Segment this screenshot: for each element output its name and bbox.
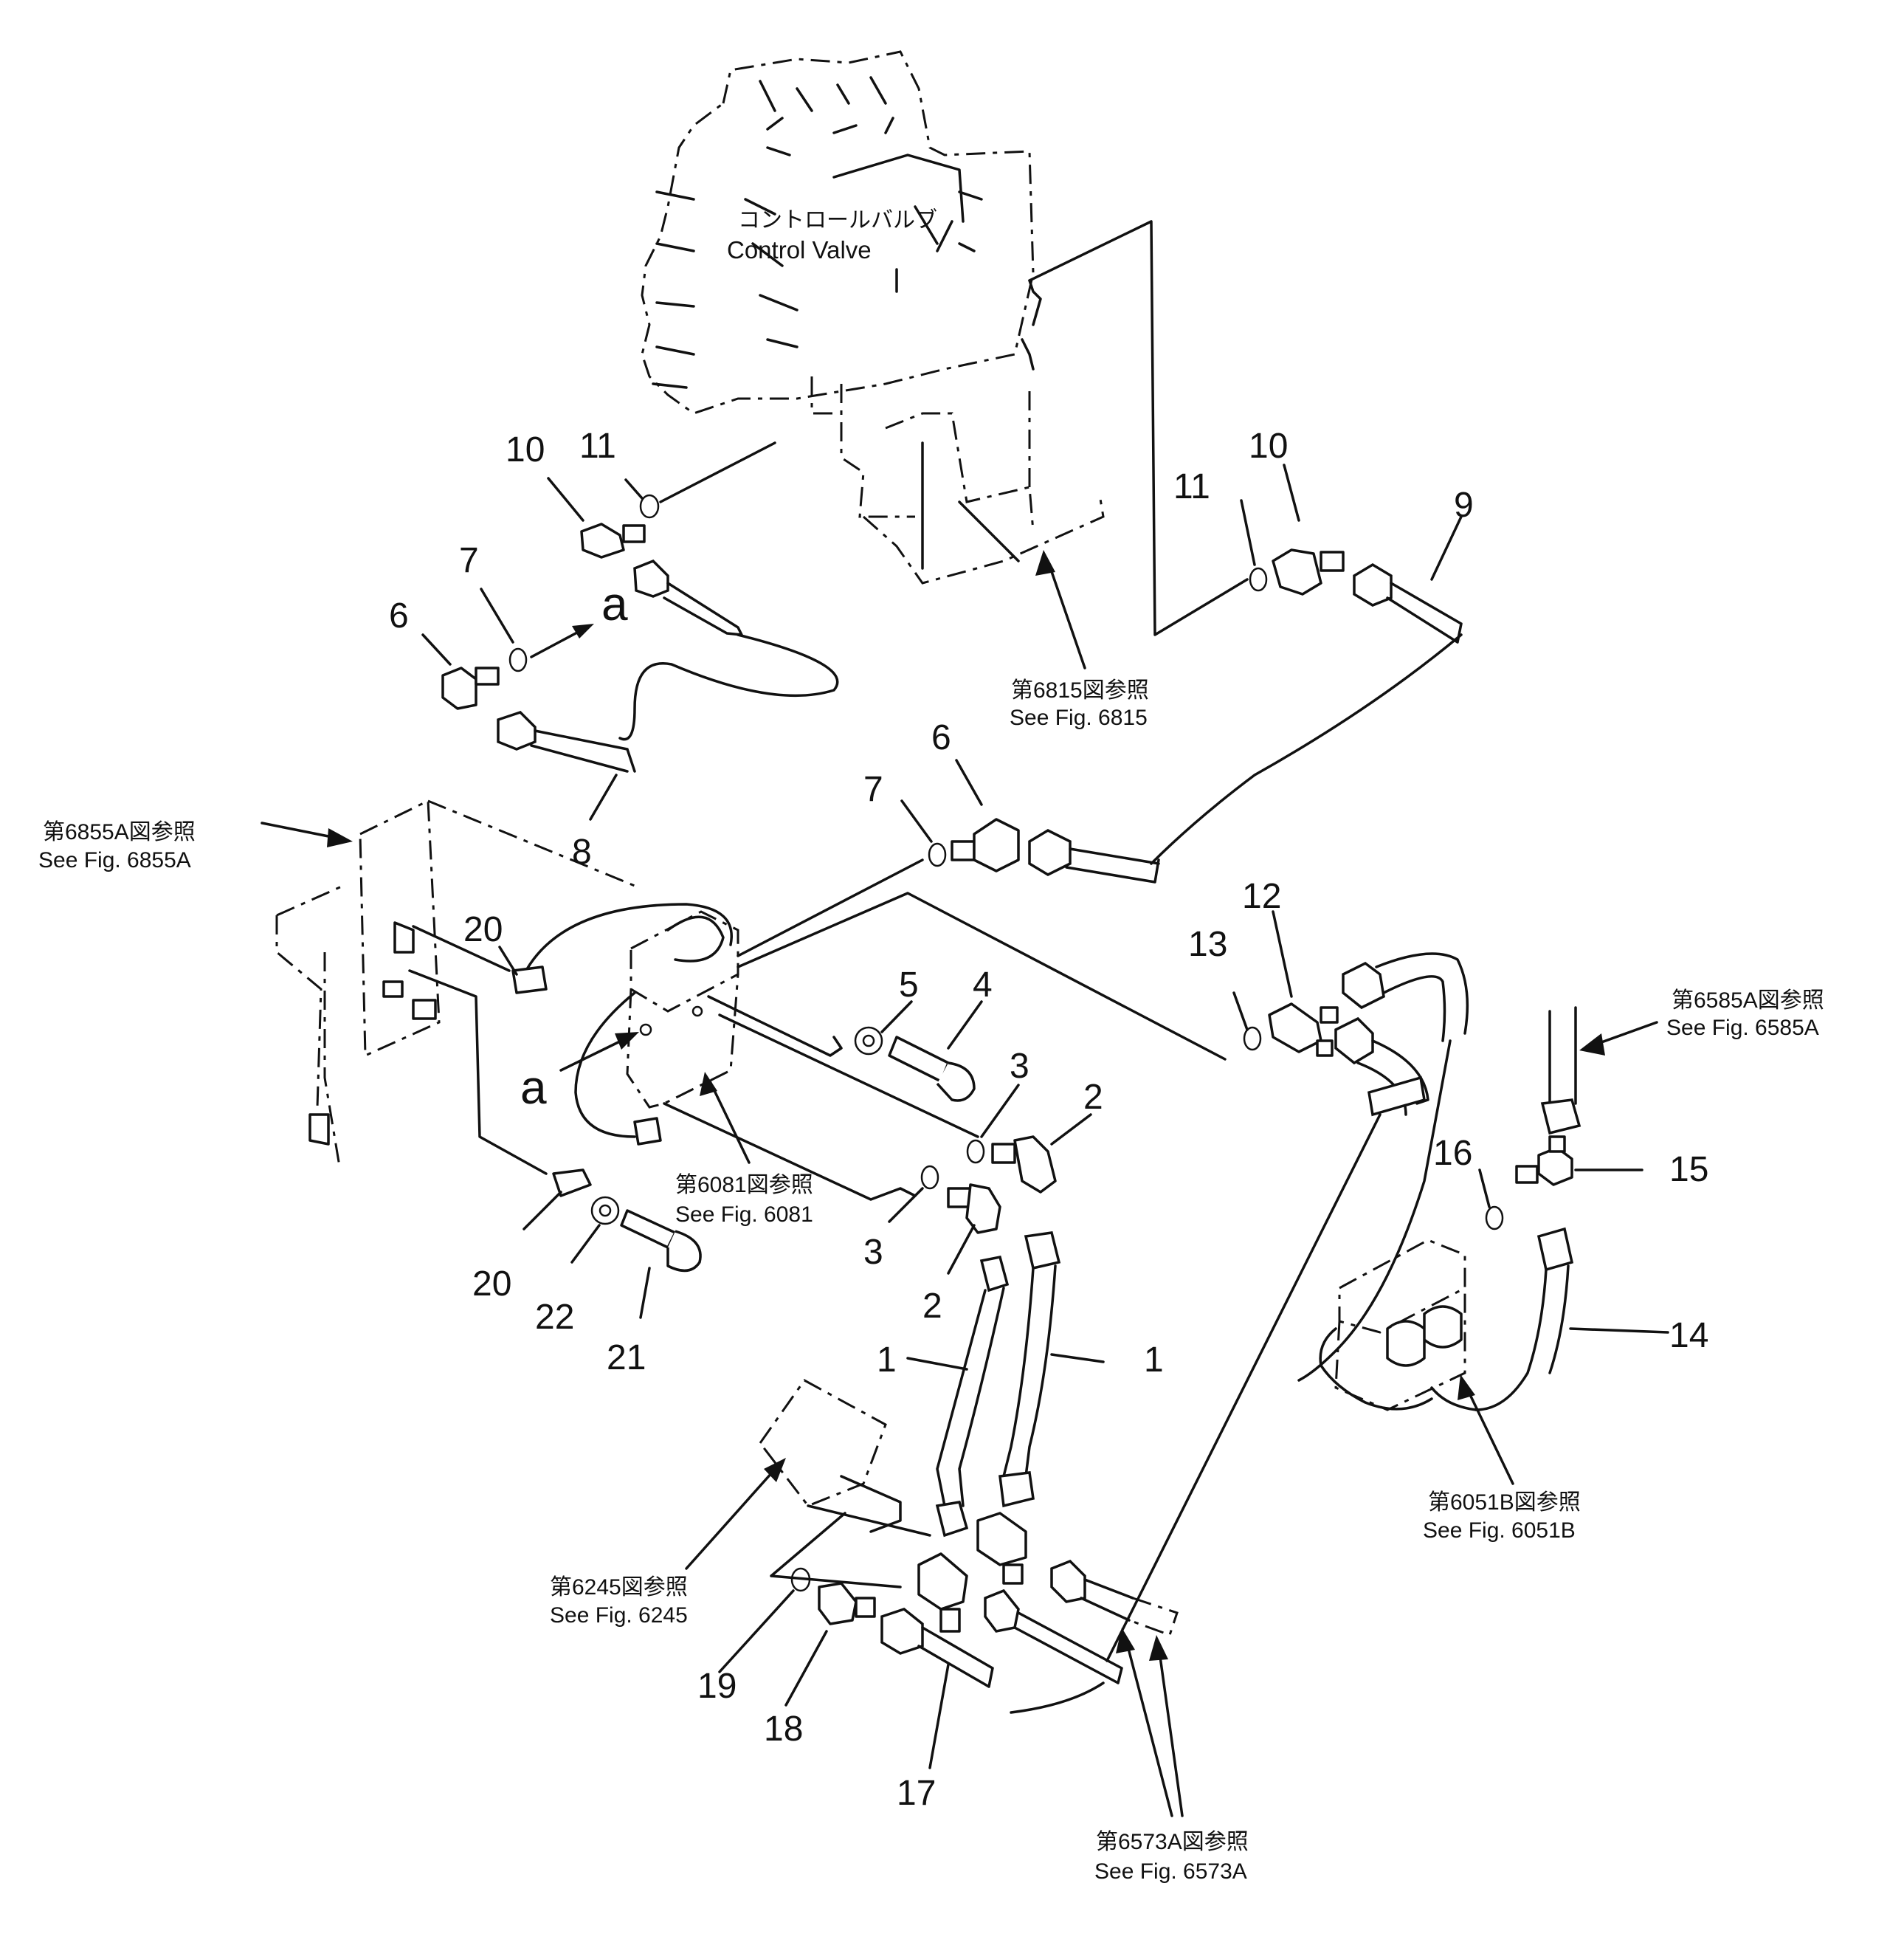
o-ring-7-left bbox=[508, 647, 528, 672]
hose-17 bbox=[880, 1608, 1105, 1714]
ref-6081-jp: 第6081図参照 bbox=[675, 1173, 813, 1197]
ref-6815-en: See Fig. 6815 bbox=[1010, 706, 1148, 730]
callout-9: 9 bbox=[1454, 486, 1474, 525]
ref-6855a-jp: 第6855A図参照 bbox=[43, 820, 196, 844]
hose-a bbox=[618, 559, 839, 741]
callout-10-right: 10 bbox=[1249, 427, 1288, 466]
ref-6855a-en: See Fig. 6855A bbox=[38, 848, 191, 872]
hose-12-upper bbox=[1297, 952, 1469, 1382]
callout-18: 18 bbox=[764, 1710, 803, 1749]
callout-20-upper: 20 bbox=[463, 910, 503, 949]
o-ring-19 bbox=[790, 1567, 811, 1592]
o-ring-16 bbox=[1485, 1205, 1504, 1230]
ref-6051b-jp: 第6051B図参照 bbox=[1428, 1490, 1581, 1515]
callout-11-right: 11 bbox=[1173, 467, 1210, 506]
bolt-21 bbox=[620, 1209, 702, 1273]
elbow-2-upper bbox=[991, 1135, 1057, 1194]
callout-3-lower: 3 bbox=[863, 1233, 883, 1272]
callout-1-right: 1 bbox=[1144, 1340, 1164, 1380]
callout-11-left: 11 bbox=[579, 427, 616, 466]
marker-a-upper: a bbox=[601, 577, 628, 630]
callout-4: 4 bbox=[973, 965, 993, 1005]
callout-7-mid: 7 bbox=[863, 770, 883, 809]
tee-left bbox=[917, 1552, 968, 1633]
hose-1-left bbox=[935, 1255, 1010, 1538]
callout-3-upper: 3 bbox=[1010, 1047, 1029, 1086]
callout-19: 19 bbox=[697, 1667, 737, 1706]
block-6051b bbox=[1319, 1239, 1466, 1411]
callout-7-left: 7 bbox=[459, 541, 479, 580]
tee-12 bbox=[1268, 1002, 1339, 1057]
washer-5 bbox=[854, 1026, 883, 1056]
callout-2-lower: 2 bbox=[922, 1287, 942, 1326]
o-ring-11-left bbox=[639, 494, 660, 519]
hose-8 bbox=[497, 710, 636, 773]
callout-14: 14 bbox=[1669, 1316, 1708, 1355]
bolt-4 bbox=[888, 1036, 976, 1102]
elbow-6-left bbox=[441, 667, 500, 710]
tee-15 bbox=[1515, 1135, 1573, 1186]
o-ring-11-right bbox=[1249, 567, 1268, 592]
marker-a-lower: a bbox=[520, 1061, 547, 1114]
ref-6573a-jp: 第6573A図参照 bbox=[1096, 1830, 1249, 1854]
fitting-18 bbox=[818, 1582, 876, 1625]
callout-20-lower: 20 bbox=[472, 1264, 511, 1304]
hose-9 bbox=[1150, 562, 1463, 865]
panel-6855a bbox=[275, 799, 635, 1167]
hose-1-right bbox=[998, 1231, 1061, 1508]
callout-15: 15 bbox=[1669, 1150, 1708, 1189]
callout-12: 12 bbox=[1242, 877, 1281, 916]
fitting-10-left bbox=[580, 523, 646, 559]
hose-6-mid bbox=[1028, 829, 1160, 884]
callout-8: 8 bbox=[572, 833, 592, 872]
block-6245 bbox=[759, 1379, 931, 1588]
callout-17: 17 bbox=[897, 1774, 936, 1813]
ref-6573a-en: See Fig. 6573A bbox=[1094, 1859, 1247, 1884]
hose-12-lower bbox=[1106, 1016, 1429, 1662]
valve-block-6081 bbox=[511, 903, 739, 1146]
o-ring-3-upper bbox=[966, 1139, 985, 1164]
callout-16: 16 bbox=[1433, 1134, 1472, 1173]
callout-1-left: 1 bbox=[877, 1340, 897, 1380]
callout-21: 21 bbox=[607, 1338, 646, 1377]
ref-6585a-jp: 第6585A図参照 bbox=[1672, 988, 1824, 1013]
clamp-20-lower bbox=[552, 1168, 592, 1197]
control-valve-label-jp: コントロールバルブ bbox=[738, 208, 937, 233]
elbow-6-mid bbox=[951, 818, 1020, 872]
hose-lower-right bbox=[1050, 1559, 1179, 1636]
tee-right bbox=[976, 1512, 1027, 1585]
o-ring-7-mid bbox=[928, 842, 947, 867]
o-ring-13 bbox=[1243, 1026, 1262, 1051]
callout-22: 22 bbox=[535, 1298, 574, 1337]
control-valve-assembly bbox=[641, 50, 1105, 585]
hose-14 bbox=[1430, 1227, 1574, 1411]
washer-22 bbox=[590, 1196, 620, 1225]
control-valve-label-en: Control Valve bbox=[727, 236, 872, 264]
ref-6585a-en: See Fig. 6585A bbox=[1666, 1016, 1819, 1040]
ref-6245-jp: 第6245図参照 bbox=[550, 1575, 688, 1600]
callout-2-upper: 2 bbox=[1083, 1078, 1103, 1117]
hose-lower-mid bbox=[984, 1588, 1123, 1684]
ref-6245-en: See Fig. 6245 bbox=[550, 1603, 688, 1628]
ref-6051b-en: See Fig. 6051B bbox=[1423, 1518, 1576, 1543]
callout-6-mid: 6 bbox=[931, 718, 951, 757]
elbow-2-lower bbox=[947, 1183, 1001, 1234]
ref-6081-en: See Fig. 6081 bbox=[675, 1202, 813, 1227]
o-ring-3-lower bbox=[920, 1165, 939, 1190]
ref-6815-jp: 第6815図参照 bbox=[1011, 678, 1149, 703]
pipe-6585a bbox=[1540, 1006, 1582, 1135]
callout-13: 13 bbox=[1188, 925, 1227, 964]
callout-5: 5 bbox=[899, 965, 919, 1005]
elbow-10-right bbox=[1272, 548, 1345, 596]
callout-10-left: 10 bbox=[506, 430, 545, 469]
callout-6-left: 6 bbox=[389, 596, 409, 636]
